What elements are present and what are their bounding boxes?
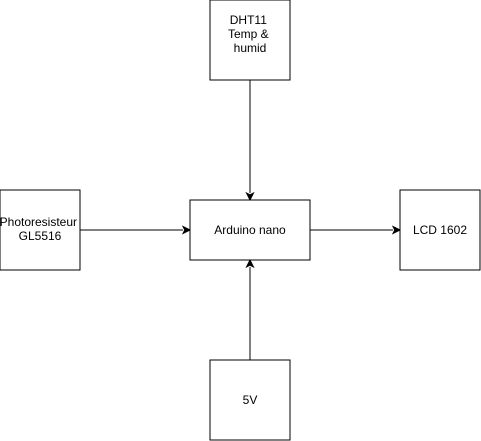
node-power-line-1: 5V bbox=[243, 393, 258, 407]
edges bbox=[80, 80, 402, 360]
node-arduino-line-1: Arduino nano bbox=[214, 223, 286, 237]
node-lcd[interactable]: LCD 1602 bbox=[399, 189, 481, 271]
svg-text:Arduino nano: Arduino nano bbox=[214, 223, 286, 237]
node-lcd-line-1: LCD 1602 bbox=[413, 223, 467, 237]
node-photoresistor-line-2: GL5516 bbox=[19, 229, 62, 243]
edge-power-to-arduino bbox=[245, 258, 255, 360]
edge-dht11-to-arduino bbox=[245, 80, 255, 202]
edge-arduino-to-lcd bbox=[310, 225, 402, 235]
svg-text:DHT11 Temp & humid: DHT11 Temp & humid bbox=[228, 13, 272, 55]
node-dht11[interactable]: DHT11 Temp & humid bbox=[209, 0, 291, 81]
svg-text:Photoresisteur GL5516: Photoresisteur GL5516 bbox=[0, 215, 80, 243]
edge-photoresistor-to-arduino bbox=[80, 225, 192, 235]
svg-text:LCD 1602: LCD 1602 bbox=[413, 223, 467, 237]
arrowhead-icon bbox=[181, 225, 192, 235]
arrowhead-icon bbox=[245, 258, 255, 269]
node-dht11-line-3: humid bbox=[234, 41, 267, 55]
arrowhead-icon bbox=[245, 191, 255, 202]
node-dht11-line-2: Temp & bbox=[228, 27, 269, 41]
arrowhead-icon bbox=[391, 225, 402, 235]
node-photoresistor-line-1: Photoresisteur bbox=[0, 215, 77, 229]
node-photoresistor[interactable]: Photoresisteur GL5516 bbox=[0, 189, 81, 271]
node-dht11-line-1: DHT11 bbox=[230, 13, 267, 27]
node-arduino[interactable]: Arduino nano bbox=[189, 199, 311, 261]
svg-text:5V: 5V bbox=[243, 393, 258, 407]
node-power[interactable]: 5V bbox=[209, 359, 291, 441]
